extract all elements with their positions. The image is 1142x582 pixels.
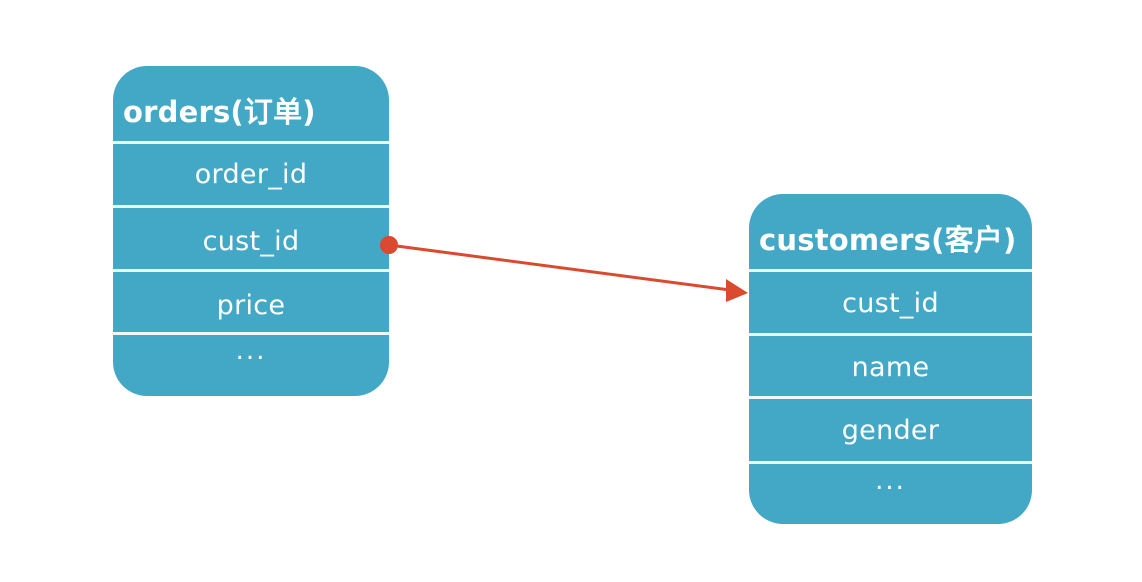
- customers-field-name: name: [851, 352, 930, 383]
- relation-arrowhead-icon: [726, 279, 748, 302]
- divider: [113, 269, 389, 272]
- divider: [749, 396, 1032, 399]
- divider: [749, 333, 1032, 336]
- customers-table: customers(客户) cust_id name gender ...: [749, 194, 1032, 524]
- customers-field-cust-id: cust_id: [842, 288, 939, 319]
- orders-table: orders(订单) order_id cust_id price ...: [113, 66, 389, 396]
- divider: [113, 141, 389, 144]
- customers-table-title: customers(客户): [759, 223, 1017, 257]
- divider: [749, 461, 1032, 464]
- orders-field-order-id: order_id: [194, 159, 308, 190]
- customers-field-gender: gender: [841, 415, 940, 446]
- orders-table-title: orders(订单): [123, 95, 316, 129]
- orders-field-price: price: [216, 290, 286, 321]
- customers-more-ellipsis: ...: [875, 466, 906, 496]
- orders-more-ellipsis: ...: [235, 336, 267, 366]
- divider: [113, 205, 389, 208]
- divider: [113, 332, 389, 335]
- orders-field-cust-id: cust_id: [202, 226, 300, 257]
- divider: [749, 269, 1032, 272]
- relation-line: [387, 243, 732, 292]
